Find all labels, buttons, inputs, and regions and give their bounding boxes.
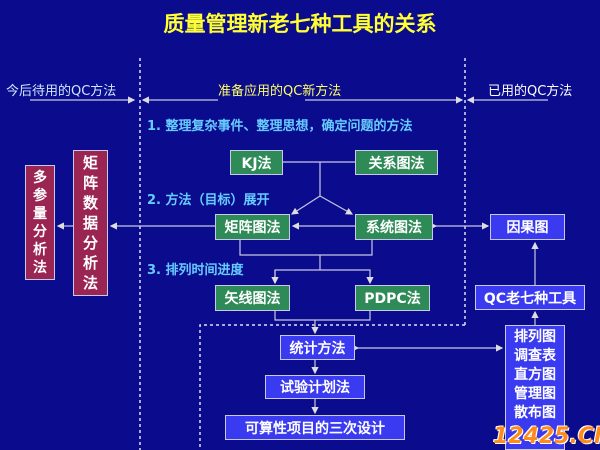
connector bbox=[239, 240, 373, 256]
matrix-data-analysis-box: 矩 阵 数 据 分 析 法 bbox=[73, 150, 108, 296]
step-2: 2. 方法（目标）展开 bbox=[147, 193, 270, 208]
char: 矩 bbox=[82, 154, 98, 172]
step-3: 3. 排列时间进度 bbox=[147, 263, 244, 278]
statistical-method-box: 统计方法 bbox=[280, 335, 355, 360]
multivariate-analysis-box: 多 参 量 分 析 法 bbox=[25, 165, 55, 280]
connector bbox=[274, 269, 374, 285]
header-future: 今后待用的QC方法 bbox=[6, 84, 117, 99]
char: 析 bbox=[82, 254, 98, 272]
tool-item: 排列图 bbox=[514, 329, 556, 345]
char: 分 bbox=[33, 223, 47, 240]
connector bbox=[274, 310, 371, 321]
char: 数 bbox=[82, 194, 98, 212]
page-title: 质量管理新老七种工具的关系 bbox=[163, 12, 437, 36]
tool-item: 调查表 bbox=[514, 348, 556, 364]
char: 量 bbox=[33, 205, 47, 222]
cause-effect-box: 因果图 bbox=[490, 214, 565, 240]
qc-seven-tools-box: QC老七种工具 bbox=[475, 285, 585, 310]
header-used: 已用的QC方法 bbox=[488, 84, 573, 99]
three-stage-design-box: 可算性项目的三次设计 bbox=[225, 415, 405, 440]
watermark-logo: 12425.CN bbox=[493, 424, 600, 449]
header-new: 准备应用的QC新方法 bbox=[218, 84, 342, 99]
divider-bottom bbox=[199, 324, 465, 450]
char: 法 bbox=[82, 274, 98, 292]
char: 分 bbox=[82, 234, 98, 252]
step-1: 1. 整理复杂事件、整理思想，确定问题的方法 bbox=[147, 119, 413, 134]
arrow-diagram-box: 矢线图法 bbox=[215, 285, 290, 311]
char: 阵 bbox=[82, 174, 98, 192]
tool-item: 散布图 bbox=[514, 405, 556, 421]
experiment-design-box: 试验计划法 bbox=[265, 375, 365, 399]
relation-diagram-box: 关系图法 bbox=[355, 150, 438, 175]
tool-item: 管理图 bbox=[514, 386, 556, 402]
matrix-diagram-box: 矩阵图法 bbox=[215, 214, 290, 240]
connector bbox=[290, 195, 321, 215]
char: 据 bbox=[82, 214, 98, 232]
tool-item: 直方图 bbox=[514, 367, 556, 383]
char: 多 bbox=[33, 169, 47, 186]
system-diagram-box: 系统图法 bbox=[355, 214, 433, 240]
char: 析 bbox=[33, 241, 47, 258]
char: 参 bbox=[33, 187, 47, 204]
char: 法 bbox=[33, 259, 47, 276]
connector bbox=[319, 195, 354, 215]
pdpc-box: PDPC法 bbox=[355, 285, 430, 311]
kj-method-box: KJ法 bbox=[230, 150, 283, 175]
